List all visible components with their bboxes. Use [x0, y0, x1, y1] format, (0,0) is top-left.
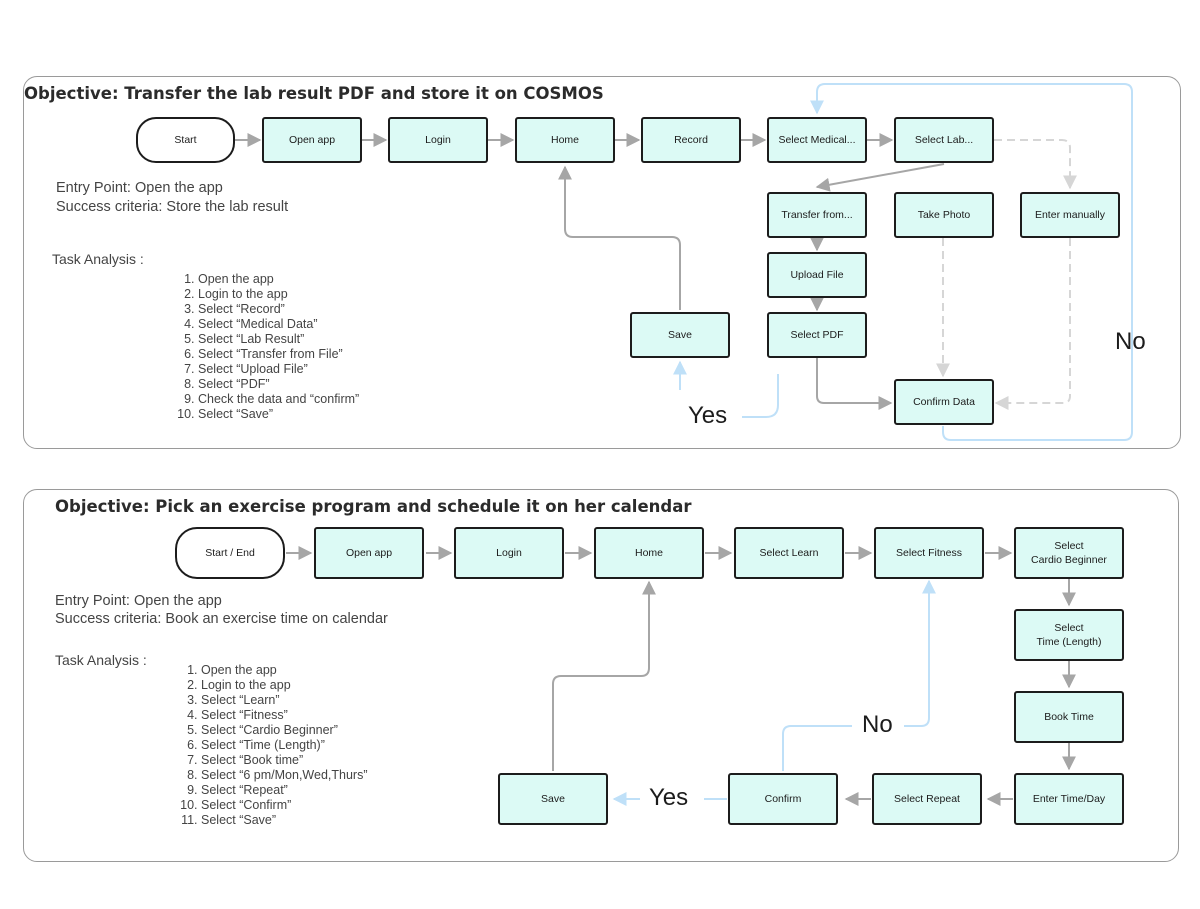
confirm-data-step[interactable]: Confirm Data	[894, 379, 994, 425]
open-app-step[interactable]: Open app	[314, 527, 424, 579]
select-cardio-beginner-step[interactable]: Select Cardio Beginner	[1014, 527, 1124, 579]
arrow	[742, 374, 779, 418]
arrow	[815, 163, 945, 192]
arrow	[994, 238, 1071, 410]
node-label: Cardio Beginner	[1031, 554, 1107, 566]
upload-file-step[interactable]: Upload File	[767, 252, 867, 298]
list-item: Select “Lab Result”	[198, 332, 359, 347]
yes-label: Yes	[688, 402, 728, 429]
panel-1-task-steps: Open the app Login to the app Select “Re…	[170, 272, 359, 422]
arrow	[994, 139, 1077, 190]
start-terminal[interactable]: Start	[136, 117, 235, 163]
select-time-length-step[interactable]: Select Time (Length)	[1014, 609, 1124, 661]
enter-manually-step[interactable]: Enter manually	[1020, 192, 1120, 238]
list-item: Check the data and “confirm”	[198, 392, 359, 407]
enter-time-day-step[interactable]: Enter Time/Day	[1014, 773, 1124, 825]
list-item: Select “Confirm”	[201, 798, 368, 813]
node-label: Time (Length)	[1036, 636, 1102, 648]
start-end-terminal[interactable]: Start / End	[175, 527, 285, 579]
list-item: Select “Record”	[198, 302, 359, 317]
panel-2-success-criteria: Success criteria: Book an exercise time …	[55, 611, 388, 627]
list-item: Select “Time (Length)”	[201, 738, 368, 753]
select-medical-step[interactable]: Select Medical...	[767, 117, 867, 163]
home-step[interactable]: Home	[594, 527, 704, 579]
arrow	[816, 358, 893, 410]
panel-2-entry-point: Entry Point: Open the app	[55, 593, 222, 609]
list-item: Select “6 pm/Mon,Wed,Thurs”	[201, 768, 368, 783]
list-item: Select “PDF”	[198, 377, 359, 392]
no-label: No	[862, 711, 893, 738]
list-item: Select “Fitness”	[201, 708, 368, 723]
arrow	[558, 165, 681, 310]
confirm-step[interactable]: Confirm	[728, 773, 838, 825]
list-item: Select “Upload File”	[198, 362, 359, 377]
yes-label: Yes	[649, 784, 689, 811]
panel-2-title: Objective: Pick an exercise program and …	[55, 497, 692, 516]
select-fitness-step[interactable]: Select Fitness	[874, 527, 984, 579]
list-item: Select “Save”	[201, 813, 368, 828]
save-step[interactable]: Save	[630, 312, 730, 358]
transfer-from-step[interactable]: Transfer from...	[767, 192, 867, 238]
arrow	[904, 579, 936, 727]
list-item: Login to the app	[201, 678, 368, 693]
login-step[interactable]: Login	[454, 527, 564, 579]
list-item: Open the app	[201, 663, 368, 678]
list-item: Select “Learn”	[201, 693, 368, 708]
select-lab-step[interactable]: Select Lab...	[894, 117, 994, 163]
save-step[interactable]: Save	[498, 773, 608, 825]
book-time-step[interactable]: Book Time	[1014, 691, 1124, 743]
list-item: Login to the app	[198, 287, 359, 302]
list-item: Select “Book time”	[201, 753, 368, 768]
record-step[interactable]: Record	[641, 117, 741, 163]
arrow	[782, 725, 852, 771]
panel-1-success-criteria: Success criteria: Store the lab result	[56, 199, 289, 215]
panel-2-task-steps: Open the app Login to the app Select “Le…	[173, 663, 368, 828]
panel-1-entry-point: Entry Point: Open the app	[56, 180, 223, 196]
no-label: No	[1115, 328, 1146, 355]
home-step[interactable]: Home	[515, 117, 615, 163]
select-learn-step[interactable]: Select Learn	[734, 527, 844, 579]
take-photo-step[interactable]: Take Photo	[894, 192, 994, 238]
list-item: Select “Repeat”	[201, 783, 368, 798]
list-item: Select “Cardio Beginner”	[201, 723, 368, 738]
arrow	[810, 83, 1133, 441]
node-label: Select	[1054, 622, 1084, 634]
node-label: Select	[1054, 540, 1084, 552]
panel-1-task-analysis-heading: Task Analysis :	[52, 251, 144, 267]
open-app-step[interactable]: Open app	[262, 117, 362, 163]
list-item: Open the app	[198, 272, 359, 287]
list-item: Select “Medical Data”	[198, 317, 359, 332]
list-item: Select “Transfer from File”	[198, 347, 359, 362]
select-pdf-step[interactable]: Select PDF	[767, 312, 867, 358]
login-step[interactable]: Login	[388, 117, 488, 163]
select-repeat-step[interactable]: Select Repeat	[872, 773, 982, 825]
arrow	[552, 580, 656, 771]
panel-2-task-analysis-heading: Task Analysis :	[55, 652, 147, 668]
panel-1-title: Objective: Transfer the lab result PDF a…	[24, 84, 604, 103]
list-item: Select “Save”	[198, 407, 359, 422]
